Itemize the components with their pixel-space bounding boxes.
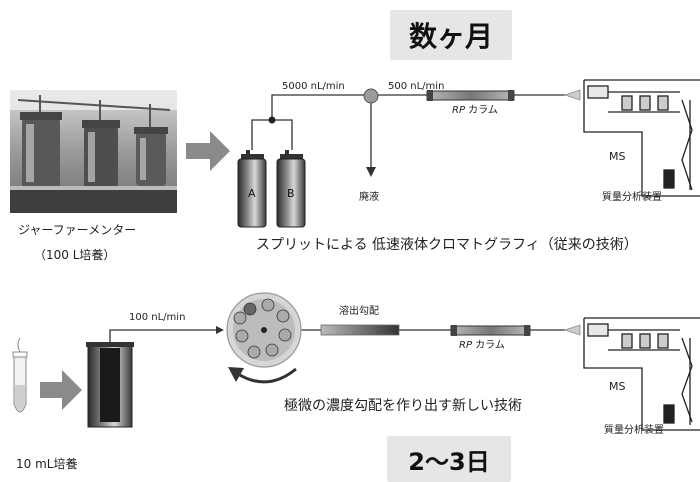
- gradient-bar: [320, 324, 400, 336]
- culture-tube: [12, 337, 28, 413]
- waste-label: 廃液: [359, 192, 379, 203]
- spray-cone-bottom: [563, 324, 581, 336]
- rp-italic-bottom: RP: [459, 340, 472, 351]
- solvent-bottle-a: [237, 150, 267, 228]
- rp-italic-top: RP: [452, 105, 465, 116]
- tube-caption: 10 mL培養: [16, 457, 78, 471]
- rotary-valve: [226, 292, 302, 368]
- duration-badge-bottom: 2〜3日: [387, 436, 511, 482]
- big-arrow-bottom: [40, 370, 82, 410]
- spray-cone-top: [563, 89, 581, 101]
- rp-rest-bottom: カラム: [471, 340, 505, 351]
- ms-label-bottom: MS: [609, 380, 626, 393]
- waste-arrowhead: [366, 167, 376, 177]
- bottle-a-label: A: [248, 187, 256, 200]
- rp-rest-top: カラム: [464, 105, 498, 116]
- rotation-arrow: [237, 367, 297, 384]
- big-arrow-top: [186, 131, 230, 171]
- tee-junction: [268, 116, 276, 124]
- ms-device-label-bottom: 質量分析装置: [604, 425, 664, 436]
- rp-column-top: [426, 90, 515, 101]
- fermenter-photo: [10, 90, 177, 213]
- fermenter-caption-line1: ジャーファーメンター: [18, 223, 137, 237]
- bottle-b-label: B: [287, 187, 295, 200]
- top-tubing: [251, 94, 565, 167]
- rotation-arrowhead: [228, 367, 244, 382]
- flow-arrowhead-bottom: [216, 326, 224, 334]
- rp-column-bottom: [450, 325, 531, 336]
- method-caption-bottom: 極微の濃度勾配を作り出す新しい技術: [284, 398, 522, 414]
- gradient-label: 溶出勾配: [339, 306, 379, 317]
- method-caption-top: スプリットによる 低速液体クロマトグラフィ（従来の技術）: [256, 237, 638, 253]
- rp-column-label-top: RP カラム: [452, 106, 498, 116]
- fermenter-caption-line2: （100 L培養）: [34, 248, 116, 262]
- rp-column-label-bottom: RP カラム: [459, 341, 505, 351]
- ms-label-top: MS: [609, 150, 626, 163]
- syringe-pump: [86, 342, 134, 428]
- flow-label-bottom: 100 nL/min: [129, 312, 186, 323]
- flow-label-main: 5000 nL/min: [282, 81, 345, 92]
- flow-label-split: 500 nL/min: [388, 81, 445, 92]
- ms-device-label-top: 質量分析装置: [602, 192, 662, 203]
- solvent-bottle-b: [276, 150, 306, 228]
- ms-instrument-top: [583, 79, 700, 197]
- duration-badge-top: 数ヶ月: [390, 10, 512, 60]
- bottom-tubing: [109, 329, 565, 345]
- ms-instrument-bottom: [583, 317, 700, 431]
- split-valve: [363, 88, 379, 104]
